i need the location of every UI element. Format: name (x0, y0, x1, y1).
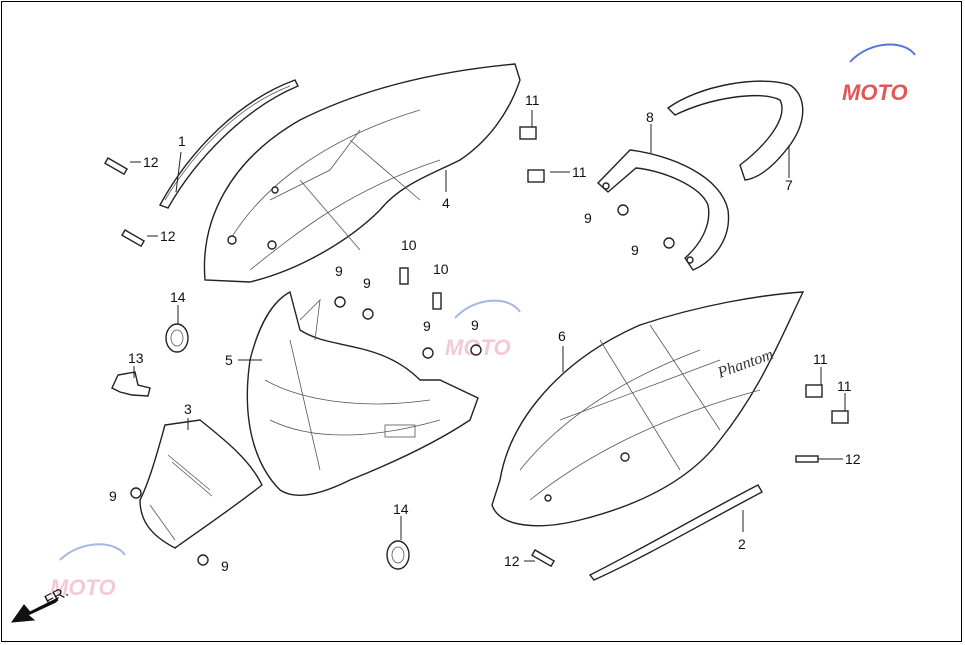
callout-9: 9 (109, 488, 117, 504)
screw-10-group (399, 267, 442, 310)
front-direction-arrow: FR. (10, 583, 71, 623)
callout-12: 12 (504, 553, 520, 569)
callout-9: 9 (363, 275, 371, 291)
bolt-9-group (130, 204, 675, 566)
callout-3: 3 (184, 401, 192, 417)
part-7-rear-trim (666, 80, 804, 181)
watermark-top-right: MOTO (842, 43, 916, 105)
callout-14: 14 (170, 289, 186, 305)
callout-9: 9 (335, 263, 343, 279)
part-13-clip (111, 371, 151, 397)
callout-14: 14 (393, 501, 409, 517)
callout-10: 10 (401, 237, 417, 253)
callout-12: 12 (160, 228, 176, 244)
screw-12-c (795, 455, 819, 463)
watermark-bottom-left: MOTO (50, 543, 126, 600)
callout-9: 9 (471, 317, 479, 333)
callout-6: 6 (558, 328, 566, 344)
callout-9: 9 (221, 558, 229, 574)
watermark-text: MOTO (50, 575, 116, 600)
callout-9: 9 (423, 318, 431, 334)
screw-12-a (104, 157, 129, 176)
callout-1: 1 (178, 133, 186, 149)
watermark-text: MOTO (842, 80, 908, 105)
screw-12-d (531, 549, 556, 568)
part-3-lower-cover (139, 419, 263, 549)
nut-11-c (805, 384, 823, 398)
callout-10: 10 (433, 261, 449, 277)
callout-5: 5 (225, 352, 233, 368)
callout-4: 4 (442, 195, 450, 211)
callout-2: 2 (738, 536, 746, 552)
callout-12: 12 (143, 154, 159, 170)
part-14-grommet-lower (386, 540, 410, 570)
leader-lines (130, 110, 846, 562)
callout-9: 9 (631, 242, 639, 258)
watermark-center: MOTO (445, 299, 521, 360)
part-8-grab-rail (596, 149, 730, 271)
nut-11-d (831, 410, 849, 424)
nut-11-a (519, 126, 537, 140)
callout-8: 8 (646, 109, 654, 125)
callout-9: 9 (584, 210, 592, 226)
callout-11: 11 (525, 92, 540, 108)
callout-11: 11 (813, 351, 828, 367)
screw-12-b (121, 229, 146, 248)
callout-11: 11 (837, 378, 852, 394)
callout-12: 12 (845, 451, 861, 467)
part-1-trim-strip (158, 79, 299, 209)
callouts: 1 2 3 4 5 6 7 8 9 9 9 9 9 9 9 9 10 10 11… (109, 92, 861, 574)
part-5-inner-panel (246, 290, 479, 496)
callout-7: 7 (785, 177, 793, 193)
part-4-left-body-cover (203, 63, 521, 283)
part-14-grommet-upper (165, 323, 189, 353)
nut-11-b (527, 169, 545, 183)
callout-11: 11 (572, 164, 587, 180)
callout-13: 13 (128, 350, 144, 366)
part-2-lower-trim (588, 484, 763, 581)
